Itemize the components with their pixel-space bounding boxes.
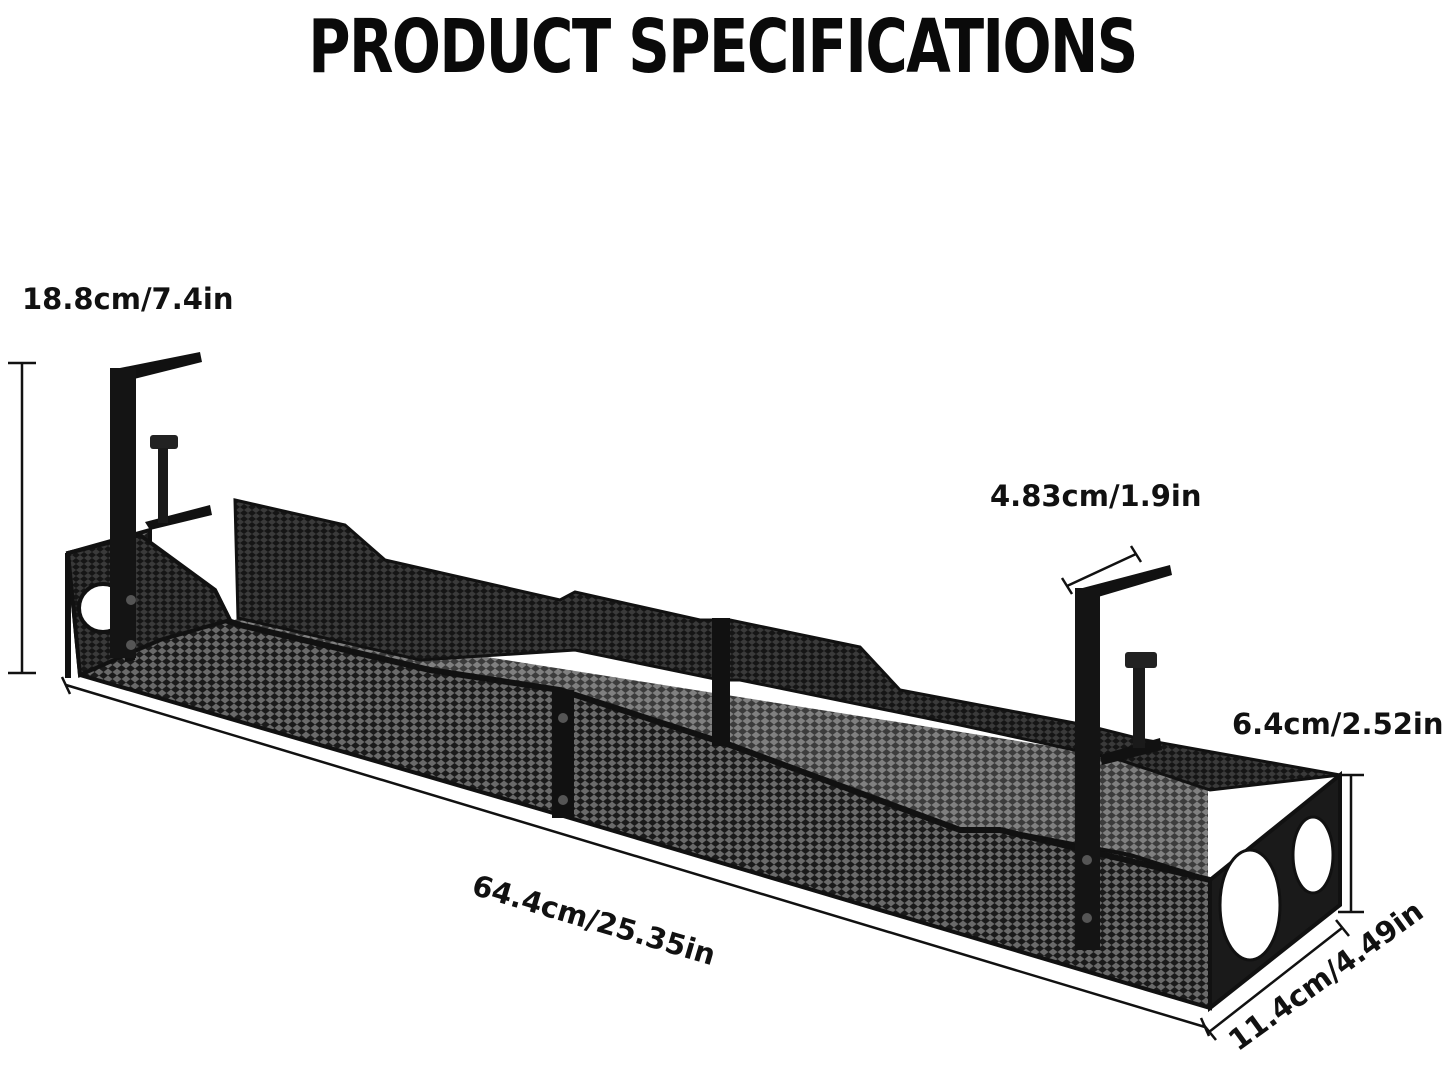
height-dimension-label: 18.8cm/7.4in xyxy=(22,282,234,316)
dimension-line-height xyxy=(8,361,36,675)
left-clamp xyxy=(110,352,212,662)
tray-front-rim xyxy=(65,553,1211,883)
dimension-line-tray-height xyxy=(1338,773,1364,914)
dimension-line-clamp-width xyxy=(1060,545,1143,595)
clamp-width-dimension-label: 4.83cm/1.9in xyxy=(990,479,1202,513)
tray-height-dimension-label: 6.4cm/2.52in xyxy=(1232,707,1444,741)
dimension-line-depth xyxy=(1202,919,1350,1041)
center-joint xyxy=(552,618,730,818)
right-cable-hole-1 xyxy=(1218,848,1282,962)
page-title: PRODUCT SPECIFICATIONS xyxy=(308,4,1138,90)
right-cable-hole-2 xyxy=(1291,815,1335,895)
right-clamp xyxy=(1075,565,1172,950)
tray-left-end xyxy=(65,532,233,678)
